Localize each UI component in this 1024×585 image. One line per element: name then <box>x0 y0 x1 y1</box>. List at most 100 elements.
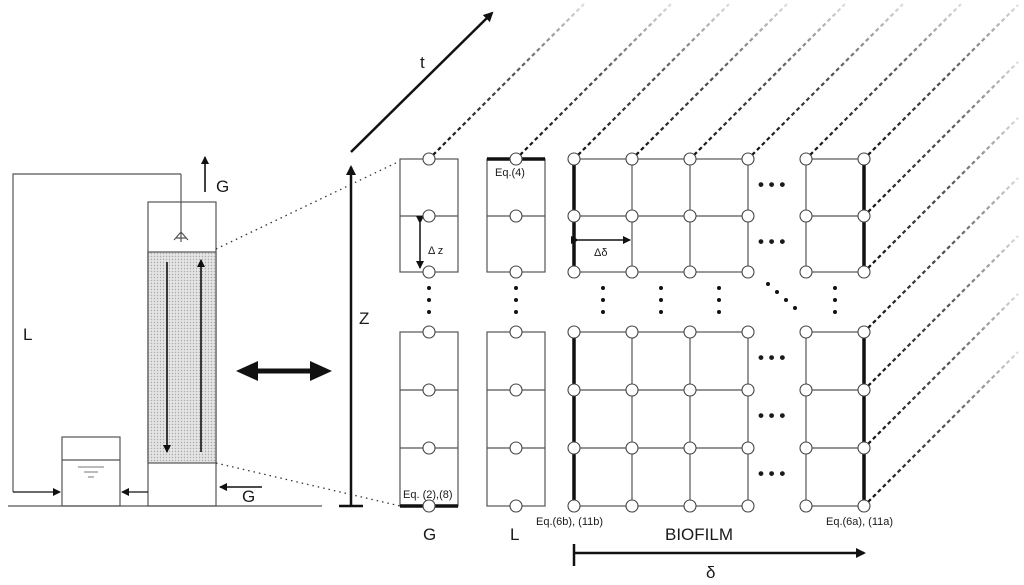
time-direction-line <box>751 3 904 156</box>
height-axis-label: Z <box>359 309 369 328</box>
grid-node <box>857 209 871 223</box>
grid-node <box>567 499 581 513</box>
time-direction-line <box>635 3 788 156</box>
grid-node <box>683 325 697 339</box>
grid-node <box>567 265 581 279</box>
reactor-schematic: G G L <box>8 156 401 507</box>
grid-node <box>422 209 436 223</box>
grid-node <box>567 152 581 166</box>
gas-in-label: G <box>242 487 255 506</box>
loop-liquid-label: L <box>23 325 32 344</box>
grid-node <box>741 152 755 166</box>
grid-node <box>567 325 581 339</box>
grid-node <box>799 152 813 166</box>
dz-label: Δ z <box>428 245 443 257</box>
grid-node <box>509 325 523 339</box>
column-label-g: G <box>423 525 436 544</box>
grid-node <box>422 152 436 166</box>
grid-node <box>741 441 755 455</box>
grid-node <box>857 383 871 397</box>
grid-node <box>741 499 755 513</box>
grid-node <box>509 441 523 455</box>
time-direction-lines <box>432 3 1019 503</box>
grid-node <box>422 441 436 455</box>
grid-node <box>799 441 813 455</box>
time-direction-line <box>867 4 1019 156</box>
column-label-l: L <box>510 525 519 544</box>
grid-node <box>509 499 523 513</box>
grid-node <box>683 499 697 513</box>
time-direction-line <box>519 3 672 156</box>
grid-node <box>799 499 813 513</box>
ellipsis-h-4: • • • <box>758 406 785 425</box>
grid-node <box>422 383 436 397</box>
column-label-biofilm: BIOFILM <box>665 525 733 544</box>
grid-node <box>683 265 697 279</box>
grid-node <box>857 325 871 339</box>
eq-2-8-label: Eq. (2),(8) <box>403 489 453 501</box>
time-direction-line <box>867 351 1019 503</box>
grid-node <box>625 152 639 166</box>
delta-axis-label: δ <box>706 563 715 582</box>
grid-node <box>799 265 813 279</box>
zoom-line-bottom <box>215 462 401 507</box>
time-direction-line <box>809 3 962 156</box>
grid-node <box>683 209 697 223</box>
eq-6b-11b-label: Eq.(6b), (11b) <box>536 516 603 528</box>
grid-node <box>422 265 436 279</box>
grid-node <box>683 441 697 455</box>
grid-node <box>683 383 697 397</box>
grid-node <box>509 383 523 397</box>
grid-node <box>567 383 581 397</box>
grid-node <box>799 325 813 339</box>
time-direction-line <box>577 3 730 156</box>
grid-node <box>625 209 639 223</box>
time-direction-line <box>867 235 1019 387</box>
ddelta-label: Δδ <box>594 247 607 259</box>
grid-node <box>625 383 639 397</box>
grid-node <box>625 441 639 455</box>
grid-node <box>509 152 523 166</box>
grid-nodes <box>422 152 871 513</box>
time-direction-line <box>867 117 1019 269</box>
grid-node <box>422 325 436 339</box>
ellipsis-h-2: • • • <box>758 232 785 251</box>
time-direction-line <box>867 61 1019 213</box>
ellipsis-h-3: • • • <box>758 348 785 367</box>
time-axis-label: t <box>420 53 425 72</box>
grid-node <box>857 265 871 279</box>
grid-node <box>509 265 523 279</box>
grid-node <box>857 152 871 166</box>
grid-node <box>857 441 871 455</box>
grid-node <box>567 209 581 223</box>
grid-node <box>857 499 871 513</box>
packed-bed <box>147 251 217 464</box>
grid-node <box>625 325 639 339</box>
grid-node <box>422 499 436 513</box>
eq-6a-11a-label: Eq.(6a), (11a) <box>826 516 893 528</box>
time-direction-line <box>867 177 1019 329</box>
ellipsis-h-5: • • • <box>758 464 785 483</box>
time-axis-arrow <box>350 11 494 153</box>
zoom-line-top <box>215 160 401 250</box>
time-direction-line <box>432 3 585 156</box>
grid-node <box>799 209 813 223</box>
ellipsis-h-1: • • • <box>758 175 785 194</box>
grid-node <box>741 325 755 339</box>
time-direction-line <box>867 293 1019 445</box>
grid-node <box>799 383 813 397</box>
equivalence-double-arrow <box>236 361 332 381</box>
vertical-ellipses <box>427 282 837 314</box>
grid-node <box>509 209 523 223</box>
gas-phase-grid: Δ z Eq. (2),(8) <box>399 158 459 508</box>
eq-4-label: Eq.(4) <box>495 167 525 179</box>
grid-node <box>741 383 755 397</box>
grid-node <box>683 152 697 166</box>
grid-node <box>625 265 639 279</box>
biofilm-grid: Δδ • • • • • • • • • • • • • • • <box>571 158 866 507</box>
liquid-tank <box>61 436 121 507</box>
grid-node <box>741 209 755 223</box>
grid-node <box>741 265 755 279</box>
grid-node <box>625 499 639 513</box>
